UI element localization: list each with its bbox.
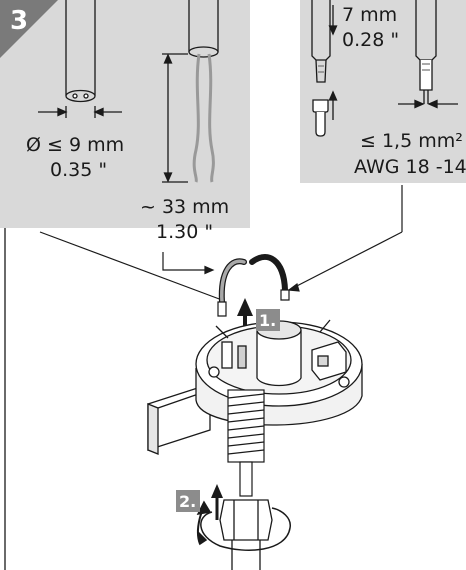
- awg-label: AWG 18 -14: [354, 156, 466, 178]
- locking-nut: [219, 499, 273, 570]
- rotation-arrow: [196, 500, 291, 551]
- step2-label: 2.: [179, 492, 197, 511]
- wire-prep-panel: [300, 0, 466, 183]
- strip-length-inch-label: 0.28 ": [342, 29, 400, 51]
- step-badge-triangle: [0, 0, 58, 58]
- wire-strip-drawing: [311, 0, 458, 137]
- step1-badge: [256, 309, 280, 331]
- leader-lines: [39, 185, 403, 301]
- core-length-inch-label: 1.30 ": [156, 221, 214, 243]
- threaded-stem: [227, 389, 265, 497]
- cable-diameter-inch-label: 0.35 ": [50, 159, 108, 181]
- push-up-arrow: [211, 484, 223, 520]
- step-number: 3: [10, 6, 29, 36]
- cable-diameter-drawing: [38, 0, 122, 118]
- cable-core-length-drawing: [162, 0, 219, 183]
- core-length-label: ~ 33 mm: [140, 196, 230, 218]
- step2-badge: [176, 490, 200, 512]
- connection-wires: [217, 254, 290, 317]
- cable-diameter-label: Ø ≤ 9 mm: [26, 134, 125, 156]
- mounting-bracket: [147, 383, 211, 455]
- cross-section-label: ≤ 1,5 mm²: [360, 130, 463, 152]
- sensor-housing: [195, 319, 363, 426]
- step1-label: 1.: [259, 311, 277, 330]
- cable-prep-panel: [0, 0, 250, 228]
- strip-length-label: 7 mm: [342, 4, 398, 26]
